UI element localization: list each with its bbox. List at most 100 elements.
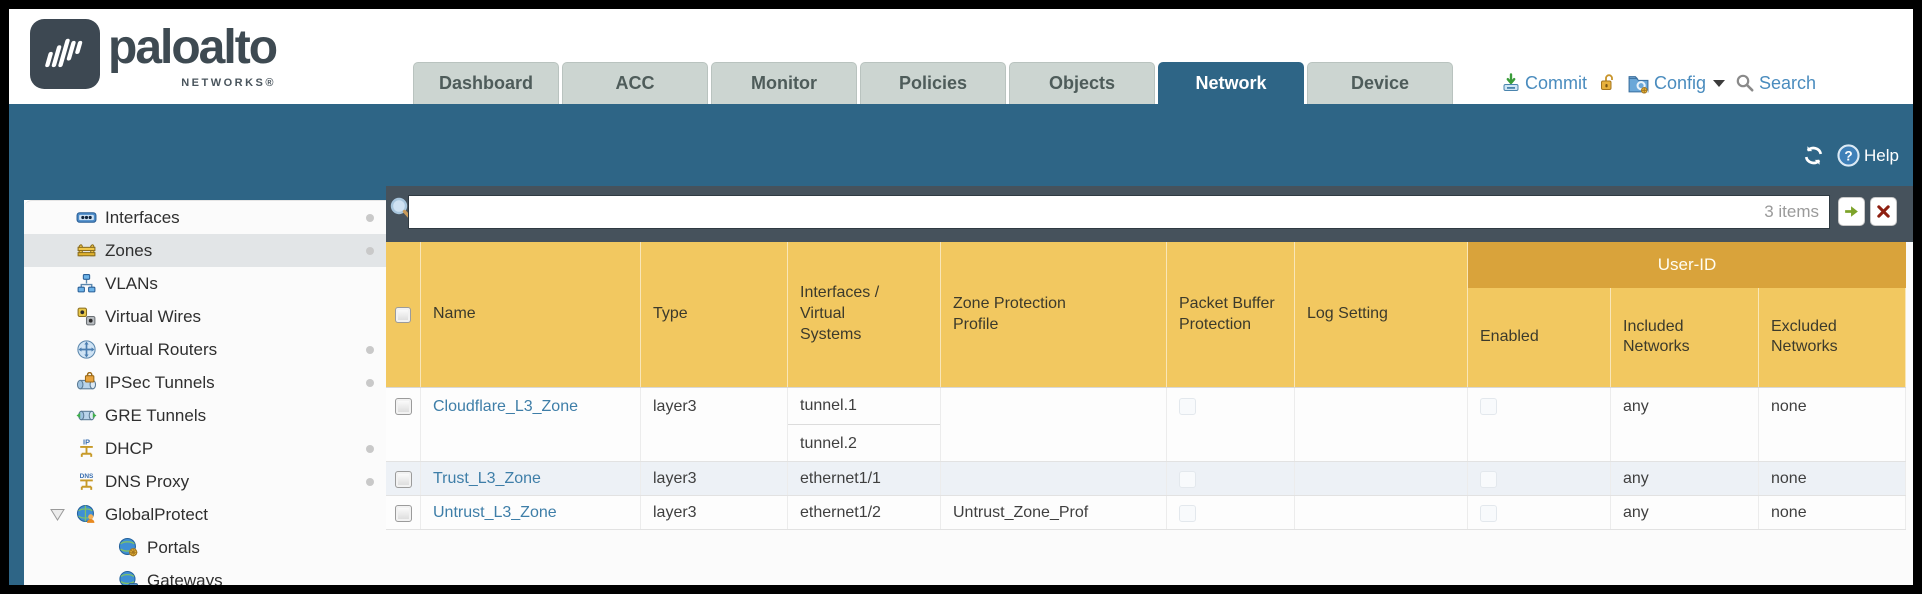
config-label: Config	[1654, 72, 1707, 93]
zone-type-cell: layer3	[641, 462, 788, 495]
tab-acc[interactable]: ACC	[562, 62, 708, 104]
paloalto-logo: paloalto NETWORKS®	[30, 19, 278, 89]
tab-network[interactable]: Network	[1158, 62, 1304, 104]
column-header-type[interactable]: Type	[641, 242, 788, 387]
item-options-dot[interactable]	[366, 214, 374, 222]
zone-type-value: layer3	[653, 397, 697, 415]
sidebar-item-virtual-routers[interactable]: Virtual Routers	[24, 333, 386, 366]
apply-filter-button[interactable]	[1838, 197, 1865, 226]
zone-protection-profile-cell	[941, 462, 1167, 495]
config-dropdown[interactable]: Config	[1627, 72, 1726, 95]
column-header-interfaces-virtual-systems[interactable]: Interfaces / Virtual Systems	[788, 242, 941, 387]
sidebar-item-portals[interactable]: Portals	[24, 531, 386, 564]
help-label: Help	[1864, 145, 1899, 165]
zone-name-link[interactable]: Trust_L3_Zone	[433, 470, 541, 487]
refresh-icon[interactable]	[1802, 144, 1825, 167]
sidebar-item-label: Zones	[105, 240, 153, 260]
help-icon: ?	[1837, 144, 1860, 167]
sidebar-item-gateways[interactable]: Gateways	[24, 564, 386, 585]
sidebar-item-label: Interfaces	[105, 207, 180, 227]
gre-tunnels-icon	[76, 405, 97, 426]
packet-buffer-protection-checkbox	[1179, 470, 1196, 488]
sidebar-item-globalprotect[interactable]: GlobalProtect	[24, 498, 386, 531]
expander-triangle-icon[interactable]	[50, 508, 65, 521]
sidebar-item-label: GRE Tunnels	[105, 405, 207, 425]
row-checkbox[interactable]	[395, 470, 412, 488]
lock-icon[interactable]	[1597, 73, 1617, 93]
vlans-icon	[76, 273, 97, 294]
sidebar-item-zones[interactable]: Zones	[24, 234, 386, 267]
tab-dashboard[interactable]: Dashboard	[413, 62, 559, 104]
paloalto-logo-icon	[30, 19, 100, 89]
commit-button[interactable]: Commit	[1501, 73, 1587, 94]
select-all-checkbox[interactable]	[395, 306, 411, 323]
tab-objects[interactable]: Objects	[1009, 62, 1155, 104]
sidebar-item-gre-tunnels[interactable]: GRE Tunnels	[24, 399, 386, 432]
included-networks-cell: any	[1611, 462, 1759, 495]
tab-policies[interactable]: Policies	[860, 62, 1006, 104]
items-count: 3 items	[1764, 202, 1819, 221]
tab-monitor[interactable]: Monitor	[711, 62, 857, 104]
item-options-dot[interactable]	[366, 247, 374, 255]
packet-buffer-protection-checkbox	[1179, 504, 1196, 522]
column-header-log-setting[interactable]: Log Setting	[1295, 242, 1468, 387]
sidebar-item-vlans[interactable]: VLANs	[24, 267, 386, 300]
sidebar-item-label: DHCP	[105, 438, 154, 458]
user-id-enabled-checkbox	[1480, 470, 1497, 488]
portals-icon	[118, 537, 139, 558]
zone-name-link[interactable]: Cloudflare_L3_Zone	[433, 397, 578, 415]
sidebar-item-label: Virtual Wires	[105, 306, 202, 326]
packet-buffer-protection-checkbox	[1179, 398, 1196, 415]
sidebar-item-virtual-wires[interactable]: Virtual Wires	[24, 300, 386, 333]
interface-name: tunnel.1	[800, 397, 857, 414]
ipsec-tunnels-icon	[76, 371, 97, 393]
filter-input[interactable]	[409, 196, 1765, 228]
row-checkbox[interactable]	[395, 504, 412, 522]
sidebar-item-ipsec-tunnels[interactable]: IPSec Tunnels	[24, 366, 386, 399]
column-header-packet-buffer-protection[interactable]: Packet Buffer Protection	[1167, 242, 1295, 387]
row-checkbox[interactable]	[395, 398, 412, 415]
sidebar-item-label: Virtual Routers	[105, 339, 218, 359]
help-button[interactable]: ? Help	[1837, 144, 1899, 167]
column-header-name[interactable]: Name	[421, 242, 641, 387]
zone-protection-profile-value: Untrust_Zone_Prof	[953, 504, 1089, 521]
zone-interfaces-cell: ethernet1/2	[788, 496, 941, 529]
column-header-included-networks[interactable]: Included Networks	[1611, 287, 1759, 387]
teal-left-strip	[9, 200, 24, 585]
virtual-routers-icon	[76, 339, 97, 360]
sidebar-item-label: VLANs	[105, 273, 158, 293]
log-setting-cell	[1295, 462, 1468, 495]
search-button[interactable]: Search	[1735, 73, 1816, 94]
tab-device[interactable]: Device	[1307, 62, 1453, 104]
clear-filter-button[interactable]	[1870, 197, 1897, 226]
packet-buffer-protection-cell	[1167, 388, 1295, 461]
interface-name: tunnel.2	[800, 434, 857, 452]
included-networks-value: any	[1623, 397, 1649, 415]
item-options-dot[interactable]	[366, 445, 374, 453]
zone-interfaces-cell: ethernet1/1	[788, 462, 941, 495]
column-header-excluded-networks[interactable]: Excluded Networks	[1759, 287, 1906, 387]
item-options-dot[interactable]	[366, 379, 374, 387]
sidebar-item-interfaces[interactable]: Interfaces	[24, 201, 386, 234]
item-options-dot[interactable]	[366, 478, 374, 486]
column-header-enabled[interactable]: Enabled	[1468, 287, 1611, 387]
item-options-dot[interactable]	[366, 346, 374, 354]
zone-interfaces-cell: tunnel.1 tunnel.2	[788, 388, 941, 461]
commit-label: Commit	[1525, 72, 1587, 93]
interface-name: ethernet1/1	[800, 470, 881, 487]
brand-text: paloalto	[108, 21, 278, 74]
zone-name-link[interactable]: Untrust_L3_Zone	[433, 504, 557, 521]
zone-name-cell: Untrust_L3_Zone	[421, 496, 641, 529]
zone-type-cell: layer3	[641, 496, 788, 529]
column-header-zone-protection-profile[interactable]: Zone Protection Profile	[941, 242, 1167, 387]
excluded-networks-value: none	[1771, 397, 1807, 415]
